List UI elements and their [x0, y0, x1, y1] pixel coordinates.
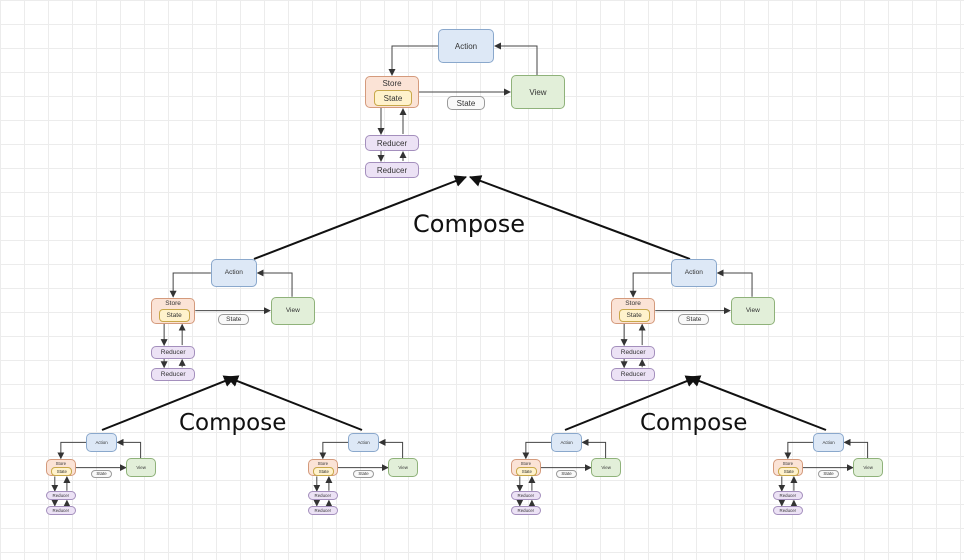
middle-left-store-label: Store	[165, 300, 181, 308]
middle-left-store-state: State	[158, 309, 190, 323]
compose-arrow-bl-2	[226, 375, 363, 431]
bottom-4-action-box: Action	[813, 433, 844, 452]
middle-right-state-chip: State	[678, 313, 710, 326]
bottom-2-reducer-2: Reducer	[308, 506, 338, 515]
compose-arrow-bl-1	[101, 375, 236, 431]
bottom-2-view-to-action	[378, 438, 404, 459]
compose-label-bottom-left: Compose	[179, 410, 287, 436]
compose-label-bottom-right: Compose	[640, 410, 748, 436]
bottom-4-view-to-action	[843, 438, 869, 459]
bottom-3-view-box: View	[591, 458, 621, 477]
middle-right-action-to-store	[629, 272, 671, 298]
bottom-1-view-to-action	[116, 438, 142, 459]
middle-left-view-box: View	[270, 296, 315, 325]
middle-right-reducer-2: Reducer	[611, 368, 656, 382]
top-store-state: State	[374, 90, 412, 106]
bottom-3-view-to-action	[581, 438, 607, 459]
compose-arrow-br-1	[564, 375, 698, 431]
bottom-1-reducer-1: Reducer	[46, 491, 76, 501]
top-view-to-action	[494, 42, 538, 75]
bottom-2-state-chip: State	[353, 469, 374, 478]
middle-left-reducer-2: Reducer	[151, 368, 196, 382]
bottom-3-reducer-2: Reducer	[511, 506, 541, 515]
bottom-4-state-chip: State	[818, 469, 839, 478]
middle-left-state-chip: State	[218, 313, 250, 326]
bottom-1-action-to-store	[57, 441, 87, 460]
bottom-2-action-box: Action	[348, 433, 379, 452]
middle-right-action-box: Action	[670, 259, 717, 287]
middle-right-view-to-action	[716, 269, 753, 297]
top-reducer-2: Reducer	[365, 162, 419, 178]
bottom-4-view-box: View	[853, 458, 883, 477]
bottom-3-store-label: Store	[520, 460, 532, 466]
bottom-1-state-chip: State	[91, 469, 112, 478]
middle-left-view-to-action	[256, 269, 293, 297]
top-action-box: Action	[438, 29, 494, 63]
bottom-2-reducer-1: Reducer	[308, 491, 338, 501]
bottom-4-store-label: Store	[782, 460, 794, 466]
bottom-1-action-box: Action	[86, 433, 117, 452]
compose-label-top: Compose	[413, 210, 526, 238]
middle-right-view-box: View	[730, 296, 775, 325]
bottom-1-reducer-2: Reducer	[46, 506, 76, 515]
bottom-2-action-to-store	[319, 441, 349, 460]
top-reducer-1: Reducer	[365, 135, 419, 151]
top-state-chip: State	[447, 96, 485, 110]
bottom-3-action-to-store	[522, 441, 552, 460]
bottom-4-reducer-2: Reducer	[773, 506, 803, 515]
bottom-2-store-label: Store	[317, 460, 329, 466]
bottom-2-store-state: State	[313, 466, 335, 476]
bottom-1-store-label: Store	[55, 460, 67, 466]
bottom-3-reducer-1: Reducer	[511, 491, 541, 501]
bottom-4-action-to-store	[784, 441, 814, 460]
bottom-1-store-state: State	[51, 466, 73, 476]
middle-left-action-to-store	[169, 272, 211, 298]
middle-right-store-label: Store	[625, 300, 641, 308]
bottom-3-action-box: Action	[551, 433, 582, 452]
middle-left-action-box: Action	[210, 259, 257, 287]
bottom-2-view-box: View	[388, 458, 418, 477]
bottom-4-reducer-1: Reducer	[773, 491, 803, 501]
compose-arrow-left	[253, 175, 467, 260]
middle-right-store-state: State	[618, 309, 650, 323]
top-action-to-store	[388, 45, 438, 76]
bottom-3-store-state: State	[516, 466, 538, 476]
middle-left-reducer-1: Reducer	[151, 345, 196, 360]
top-store-label: Store	[382, 79, 402, 88]
bottom-3-state-chip: State	[556, 469, 577, 478]
compose-arrow-right	[469, 175, 691, 260]
middle-right-reducer-1: Reducer	[611, 345, 656, 360]
compose-arrow-br-2	[688, 375, 827, 431]
bottom-4-store-state: State	[778, 466, 800, 476]
top-view-box: View	[511, 75, 565, 109]
bottom-1-view-box: View	[126, 458, 156, 477]
